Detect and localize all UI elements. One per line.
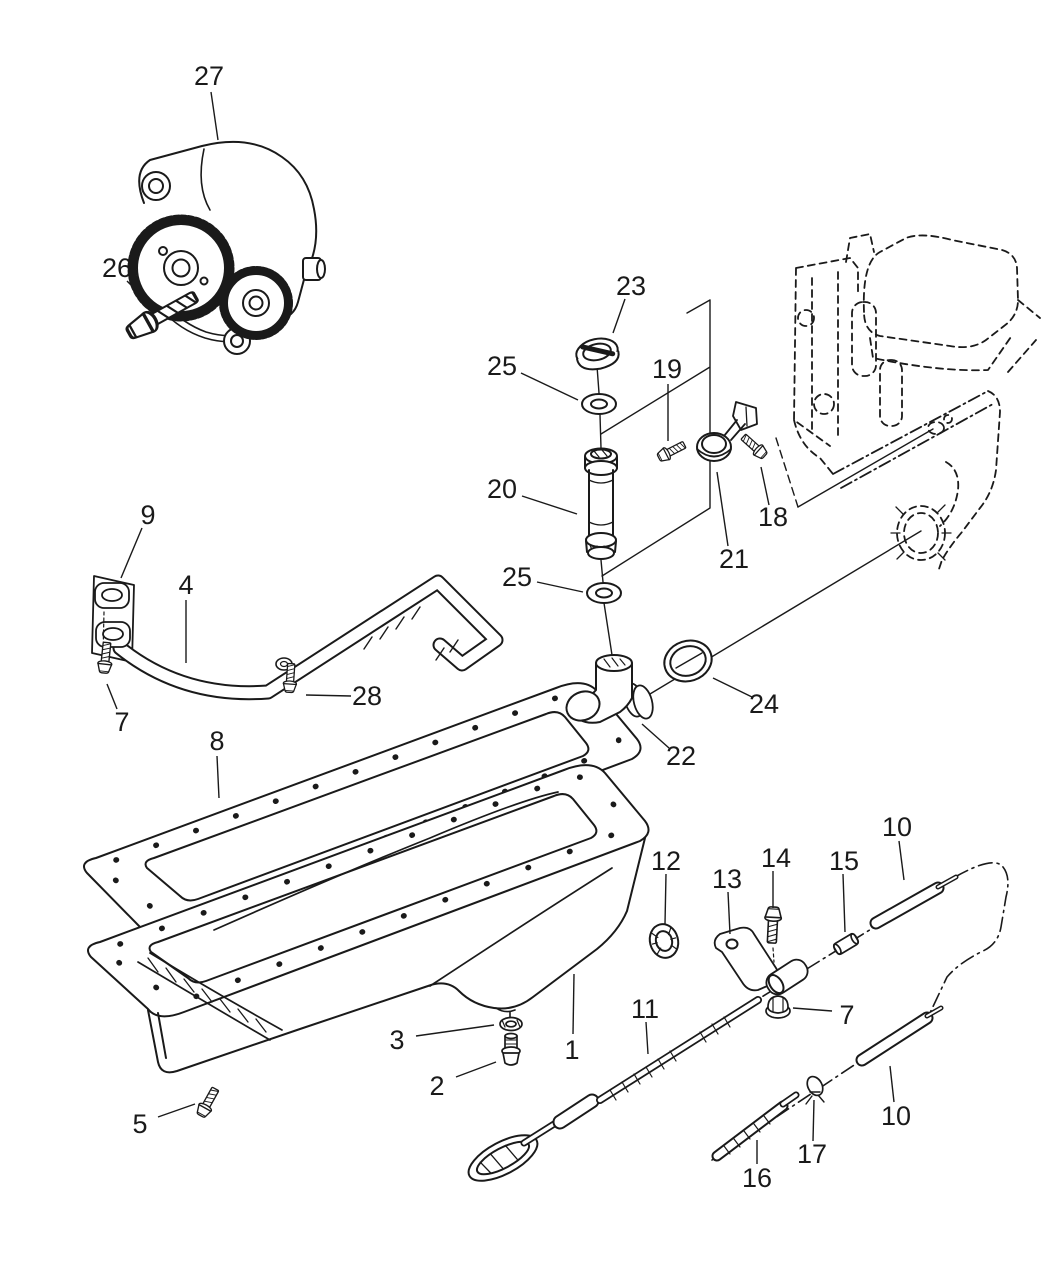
callout-label-21-16: 21 <box>719 544 749 574</box>
callout-label-10-29: 10 <box>881 1101 911 1131</box>
callout-label-12-20: 12 <box>651 846 681 876</box>
callout-label-15-23: 15 <box>829 846 859 876</box>
leader-line-7-4 <box>106 683 118 710</box>
callout-label-22-19: 22 <box>666 741 696 771</box>
callout-label-9-2: 9 <box>140 500 155 530</box>
callout-label-24-18: 24 <box>749 689 779 719</box>
bracket-bolt <box>762 905 783 963</box>
callout-label-7-4: 7 <box>114 707 129 737</box>
guide-tube-lower <box>855 1005 944 1067</box>
callout-label-28-5: 28 <box>352 681 382 711</box>
callout-label-5-7: 5 <box>132 1109 147 1139</box>
leader-line-10-24 <box>898 840 905 881</box>
dipstick-tube-upper <box>584 447 618 560</box>
adapter-elbow <box>565 654 654 724</box>
drain-plug <box>501 1032 521 1066</box>
guide-tube-upper <box>869 874 959 930</box>
oil-pan-gasket <box>83 682 642 936</box>
callout-label-10-24: 10 <box>882 812 912 842</box>
callout-label-25-12: 25 <box>487 351 517 381</box>
callout-label-23-11: 23 <box>616 271 646 301</box>
callout-label-18-17: 18 <box>758 502 788 532</box>
callout-label-3-8: 3 <box>389 1025 404 1055</box>
leader-line-10-29 <box>889 1065 895 1103</box>
leader-line-17-28 <box>812 1099 815 1142</box>
leader-line-7-25 <box>792 1007 833 1012</box>
leader-line-24-18 <box>712 677 753 698</box>
callout-label-13-21: 13 <box>712 864 742 894</box>
leader-line-5-7 <box>157 1103 196 1118</box>
leader-line-8-6 <box>216 755 220 799</box>
engine-block-outline <box>793 233 1041 573</box>
seal-washer-lower <box>586 582 622 604</box>
leader-line-25-12 <box>520 372 579 401</box>
ferrule <box>832 932 860 956</box>
oil-fill-cap <box>575 337 620 371</box>
dipstick-handle <box>467 1134 539 1182</box>
leader-line-9-2 <box>120 527 143 579</box>
callout-label-19-13: 19 <box>652 354 682 384</box>
leader-line-25-15 <box>536 581 584 593</box>
tube-clamp <box>696 401 758 462</box>
callout-label-16-27: 16 <box>742 1163 772 1193</box>
callout-label-26-1: 26 <box>102 253 132 283</box>
callout-label-11-26: 11 <box>631 994 659 1024</box>
leader-line-15-23 <box>842 873 846 933</box>
leader-line-27-0 <box>210 91 219 141</box>
tube-clip <box>805 1075 825 1105</box>
swivel-nut <box>765 995 791 1019</box>
callout-label-8-6: 8 <box>209 726 224 756</box>
callout-label-4-3: 4 <box>178 570 193 600</box>
leader-line-3-8 <box>415 1024 495 1037</box>
leader-line-21-16 <box>716 471 729 547</box>
callout-label-2-9: 2 <box>429 1071 444 1101</box>
dipstick <box>520 996 762 1147</box>
callout-label-14-22: 14 <box>761 843 791 873</box>
callout-label-17-28: 17 <box>797 1139 827 1169</box>
pan-bolt <box>193 1084 223 1120</box>
reference-lines <box>199 279 934 701</box>
dipstick-tube-axis <box>596 365 613 656</box>
leader-line-2-9 <box>455 1061 497 1078</box>
dipstick-bracket <box>713 926 780 992</box>
leader-line-20-14 <box>521 495 578 515</box>
callout-label-25-15: 25 <box>502 562 532 592</box>
leader-line-26-1 <box>126 280 154 308</box>
oil-pan <box>87 764 650 1074</box>
callout-label-20-14: 20 <box>487 474 517 504</box>
dipstick-grommet <box>648 923 680 959</box>
leader-line-18-17 <box>760 466 770 506</box>
leader-line-13-21 <box>727 891 731 935</box>
leader-line-12-20 <box>664 873 667 925</box>
leader-line-11-26 <box>645 1021 649 1055</box>
dipstick-lower-section <box>711 1091 800 1162</box>
seal-washer-upper <box>581 393 617 415</box>
leader-line-28-5 <box>305 694 352 697</box>
adapter-seal-ring <box>663 639 713 683</box>
clamp-screw-right <box>738 431 770 462</box>
dipstick-swivel <box>765 958 809 996</box>
leader-line-22-19 <box>641 723 670 749</box>
callout-label-7-25: 7 <box>839 1000 854 1030</box>
clamp-screw-left <box>654 438 689 465</box>
drain-plug-gasket <box>499 1016 523 1032</box>
leader-line-1-10 <box>572 973 575 1035</box>
leader-line-23-11 <box>612 298 626 334</box>
callout-label-27-0: 27 <box>194 61 224 91</box>
callout-label-1-10: 1 <box>564 1035 579 1065</box>
